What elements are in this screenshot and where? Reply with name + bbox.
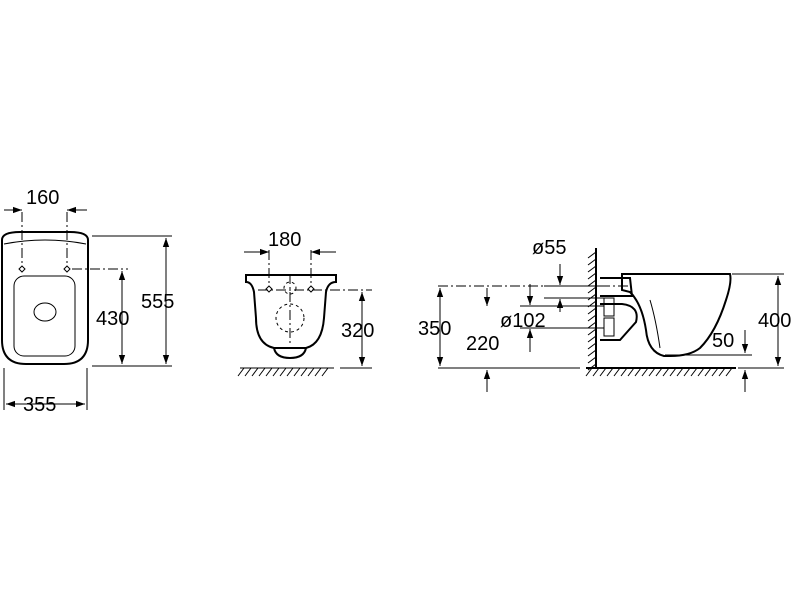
rear-floor-hatch bbox=[237, 367, 329, 377]
dim-355-label: 355 bbox=[23, 394, 56, 416]
dim-350-label: 350 bbox=[418, 318, 451, 340]
side-view: ø55 ø102 350 220 400 50 bbox=[418, 237, 791, 392]
wall-frame-block-lower bbox=[603, 317, 615, 337]
rear-view: 180 320 bbox=[237, 229, 374, 377]
dim-50-label: 50 bbox=[712, 330, 734, 352]
bolt-mark-right bbox=[63, 265, 71, 273]
rear-bolt-mark-right bbox=[307, 285, 315, 293]
dim-400-label: 400 bbox=[758, 310, 791, 332]
dim-555-label: 555 bbox=[141, 291, 174, 313]
dim-o55-label: ø55 bbox=[532, 237, 566, 259]
bolt-mark-left bbox=[18, 265, 26, 273]
rear-outline bbox=[245, 274, 337, 349]
outlet-pipe bbox=[600, 303, 638, 341]
dim-220-label: 220 bbox=[466, 333, 499, 355]
dim-160-label: 160 bbox=[26, 187, 59, 209]
wall-frame-block bbox=[603, 297, 615, 317]
wall-hatch bbox=[587, 251, 597, 371]
outlet-circle bbox=[275, 303, 305, 333]
inlet-circle bbox=[283, 281, 297, 295]
bowl-outline bbox=[0, 231, 89, 365]
side-floor-hatch bbox=[585, 367, 733, 377]
dim-180-label: 180 bbox=[268, 229, 301, 251]
lid-top-edge bbox=[3, 239, 87, 245]
dim-o102-label: ø102 bbox=[500, 310, 546, 332]
dim-320-label: 320 bbox=[341, 320, 374, 342]
dim-430-label: 430 bbox=[96, 308, 129, 330]
rear-bolt-mark-left bbox=[265, 285, 273, 293]
front-view: 160 430 555 355 bbox=[0, 187, 174, 416]
bowl-opening bbox=[33, 302, 57, 322]
seat-inner-outline bbox=[13, 275, 76, 357]
outlet-curve bbox=[273, 347, 307, 360]
flush-pipe bbox=[600, 277, 634, 297]
bowl-side-inner bbox=[649, 299, 661, 349]
